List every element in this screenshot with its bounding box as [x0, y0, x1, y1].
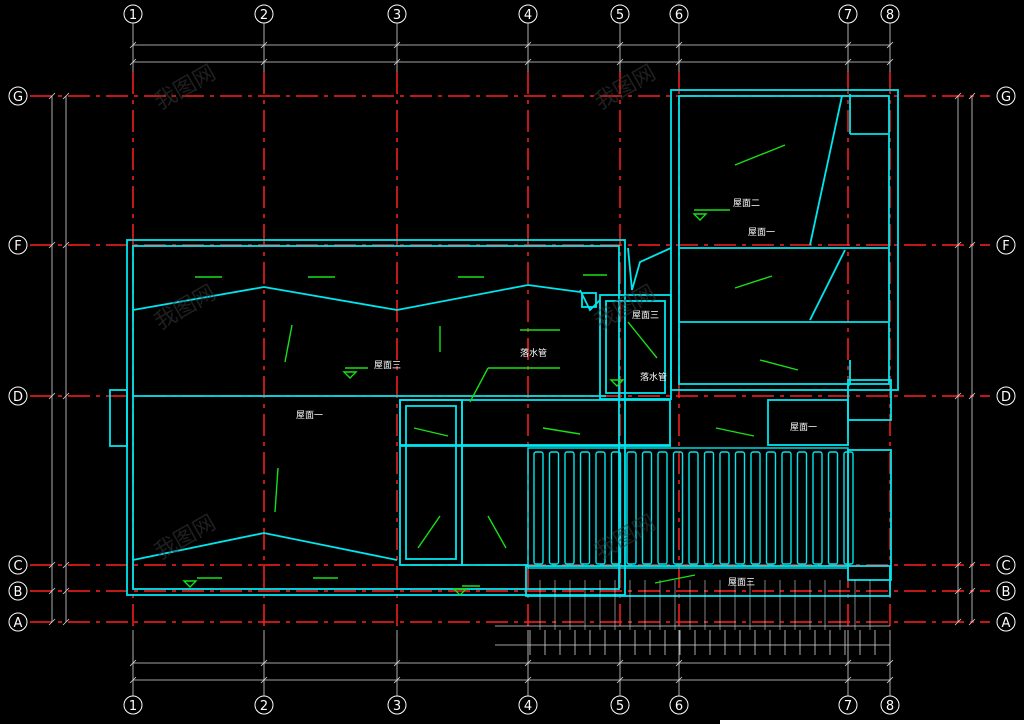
slope-arrow: [417, 515, 441, 549]
row-bubble-C: [8, 555, 28, 575]
room-label-stair-top: 屋面三: [632, 310, 659, 321]
room-label-center-right: 屋面一: [790, 422, 817, 433]
row-label-G: G: [13, 90, 23, 105]
drain-marker: [452, 588, 468, 596]
col-label-2: 2: [260, 699, 268, 714]
roof-outline: [109, 89, 899, 597]
slope-arrow: [759, 359, 799, 371]
row-bubble-B: [996, 581, 1016, 601]
slope-arrows: [182, 144, 799, 596]
row-label-C: C: [13, 559, 22, 574]
dimension-lines: [48, 41, 976, 684]
room-label-upper-right: 屋面二: [733, 198, 760, 209]
slope-arrow: [654, 574, 696, 584]
row-label-C: C: [1001, 559, 1010, 574]
col-label-6: 6: [675, 699, 683, 714]
row-bubble-F: [996, 235, 1016, 255]
row-bubble-D: [996, 386, 1016, 406]
drain-marker: [609, 379, 625, 387]
slope-arrow: [734, 275, 773, 289]
column-axis-bubbles: 1 1 2 2 3 3 4 4 5 5 6 6 7 7 8 8: [123, 4, 900, 715]
row-label-A: A: [1002, 616, 1011, 631]
row-bubble-C: [996, 555, 1016, 575]
col-label-3: 3: [393, 8, 401, 23]
col-label-7: 7: [844, 699, 852, 714]
row-bubble-G: [996, 86, 1016, 106]
col-label-5: 5: [616, 8, 624, 23]
row-bubble-B: [8, 581, 28, 601]
col-label-8: 8: [886, 8, 894, 23]
slope-arrow: [627, 321, 658, 359]
stair-rails: [527, 447, 871, 630]
col-label-1: 1: [129, 8, 137, 23]
room-label-upper-right-2: 屋面一: [748, 227, 775, 238]
col-label-8: 8: [886, 699, 894, 714]
col-label-5: 5: [616, 699, 624, 714]
slope-arrow: [413, 427, 449, 437]
bottom-right-white-strip: [720, 720, 1024, 724]
col-label-7: 7: [844, 8, 852, 23]
col-label-4: 4: [524, 699, 532, 714]
svg-text:我图网: 我图网: [151, 281, 221, 336]
room-label-left-mid: 屋面三: [374, 360, 401, 371]
row-label-F: F: [14, 239, 21, 254]
col-label-3: 3: [393, 699, 401, 714]
col-label-6: 6: [675, 8, 683, 23]
col-label-2: 2: [260, 8, 268, 23]
row-label-D: D: [13, 390, 23, 405]
row-label-B: B: [14, 585, 23, 600]
slope-arrow: [469, 367, 489, 403]
drain-marker: [182, 580, 198, 588]
drain-note-1: 落水管: [520, 347, 547, 359]
svg-text:我图网: 我图网: [151, 511, 221, 566]
drain-marker: [692, 213, 708, 221]
row-label-G: G: [1001, 90, 1011, 105]
row-bubble-A: [996, 612, 1016, 632]
slope-arrow: [274, 467, 279, 513]
drain-note-2: 落水管: [640, 371, 667, 383]
row-label-D: D: [1001, 390, 1011, 405]
row-bubble-A: [8, 612, 28, 632]
col-label-4: 4: [524, 8, 532, 23]
slope-arrow: [734, 144, 786, 166]
slope-arrow: [542, 427, 581, 435]
col-label-1: 1: [129, 699, 137, 714]
row-bubble-D: [8, 386, 28, 406]
slope-arrow: [487, 515, 507, 549]
room-label-left-lower: 屋面一: [296, 410, 323, 421]
drain-marker: [342, 371, 358, 379]
slope-arrow: [284, 324, 293, 363]
room-label-bottom-strip: 屋面三: [728, 577, 755, 588]
svg-text:我图网: 我图网: [151, 61, 221, 116]
row-label-A: A: [14, 616, 23, 631]
row-bubble-G: [8, 86, 28, 106]
slope-arrow: [715, 427, 755, 437]
row-label-F: F: [1002, 239, 1009, 254]
row-bubble-F: [8, 235, 28, 255]
row-label-B: B: [1002, 585, 1011, 600]
svg-text:我图网: 我图网: [591, 61, 661, 116]
